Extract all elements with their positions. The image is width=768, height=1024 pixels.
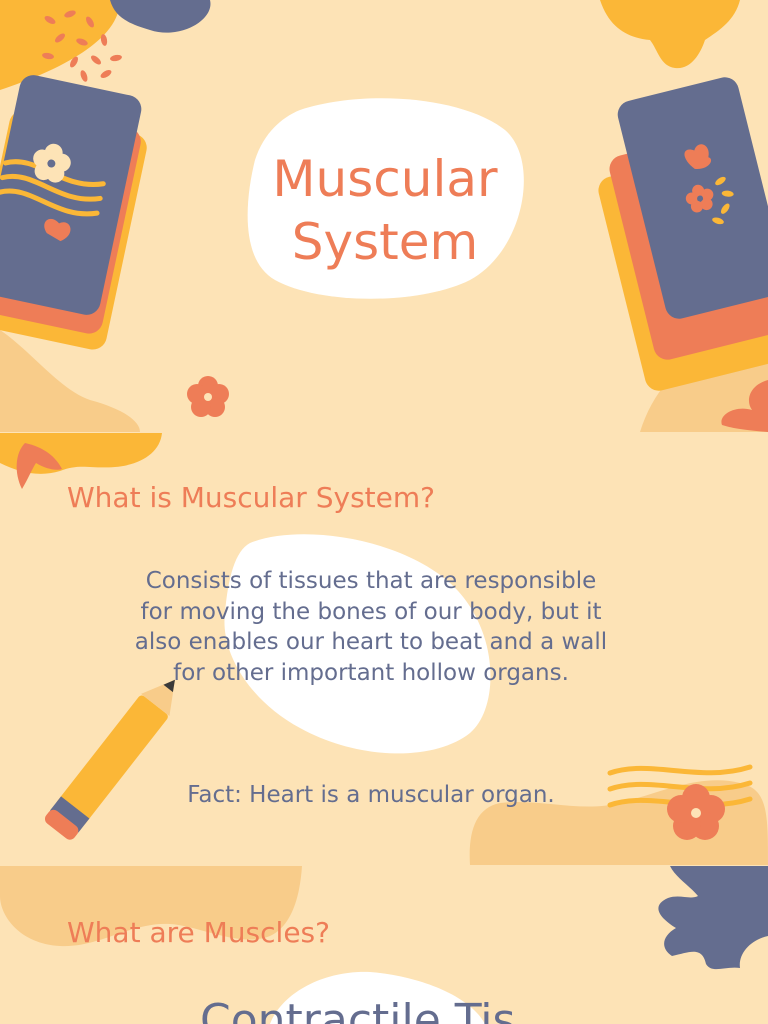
- title-blob-shape: [247, 98, 524, 299]
- slate-splat-shape: [658, 866, 768, 970]
- dots-pattern: [712, 176, 734, 225]
- leaf-icon: [721, 380, 768, 432]
- section-heading: What are Muscles?: [67, 916, 330, 949]
- muscles-slide: What are Muscles? Contractile Tis: [0, 866, 768, 1024]
- leaf-icon: [684, 144, 712, 169]
- definition-paragraph: Consists of tissues that are responsible…: [134, 568, 608, 686]
- title-slide: Muscular System: [0, 0, 768, 432]
- leaf-icon: [16, 443, 62, 489]
- partial-body-text: Contractile Tis: [200, 995, 516, 1024]
- flower-icon: [667, 784, 725, 840]
- fact-text: Fact: Heart is a muscular organ.: [187, 782, 555, 808]
- coral-dots-pattern: [42, 10, 122, 82]
- leaf-icon: [44, 219, 71, 242]
- text-blob-shape: [224, 534, 491, 754]
- definition-slide: What is Muscular System? Consists of tis…: [0, 433, 768, 865]
- title-slide-decorations: [0, 0, 768, 432]
- sand-blob-shape: [0, 866, 302, 947]
- pencil-icon: [44, 679, 175, 840]
- yellow-splat-shape: [600, 0, 740, 69]
- text-blob-shape: [270, 971, 485, 1024]
- flower-icon: [187, 376, 229, 417]
- slide-title: Muscular System: [272, 150, 498, 271]
- flower-icon: [33, 143, 71, 183]
- muscles-slide-decorations: [0, 866, 768, 1024]
- section-heading: What is Muscular System?: [67, 481, 435, 514]
- card-shape: [0, 75, 142, 315]
- playing-cards-icon: [617, 77, 768, 319]
- sand-blob-shape: [0, 330, 140, 432]
- definition-slide-decorations: [0, 433, 768, 865]
- flower-icon: [685, 184, 714, 213]
- slate-blob-shape: [110, 0, 211, 33]
